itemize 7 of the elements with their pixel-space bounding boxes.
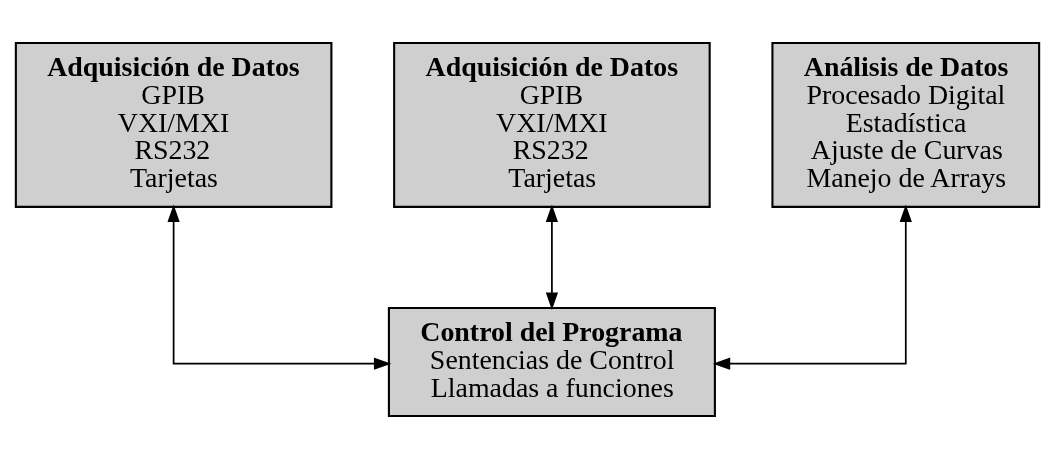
node-box: Adquisición de Datos GPIB VXI/MXI RS232 Tarjetas [393, 41, 711, 208]
node-box: Adquisición de Datos GPIB VXI/MXI RS232 Tarjetas [14, 41, 333, 208]
arrow [167, 203, 392, 370]
node-box: Análisis de Datos Procesado Digital Estadística Ajuste de Curvas Manejo de Arrays [771, 41, 1041, 208]
arrow [545, 204, 558, 310]
node-box: Control del Programa Sentencias de Control Llamadas a funciones [387, 306, 716, 417]
arrow [712, 203, 912, 370]
